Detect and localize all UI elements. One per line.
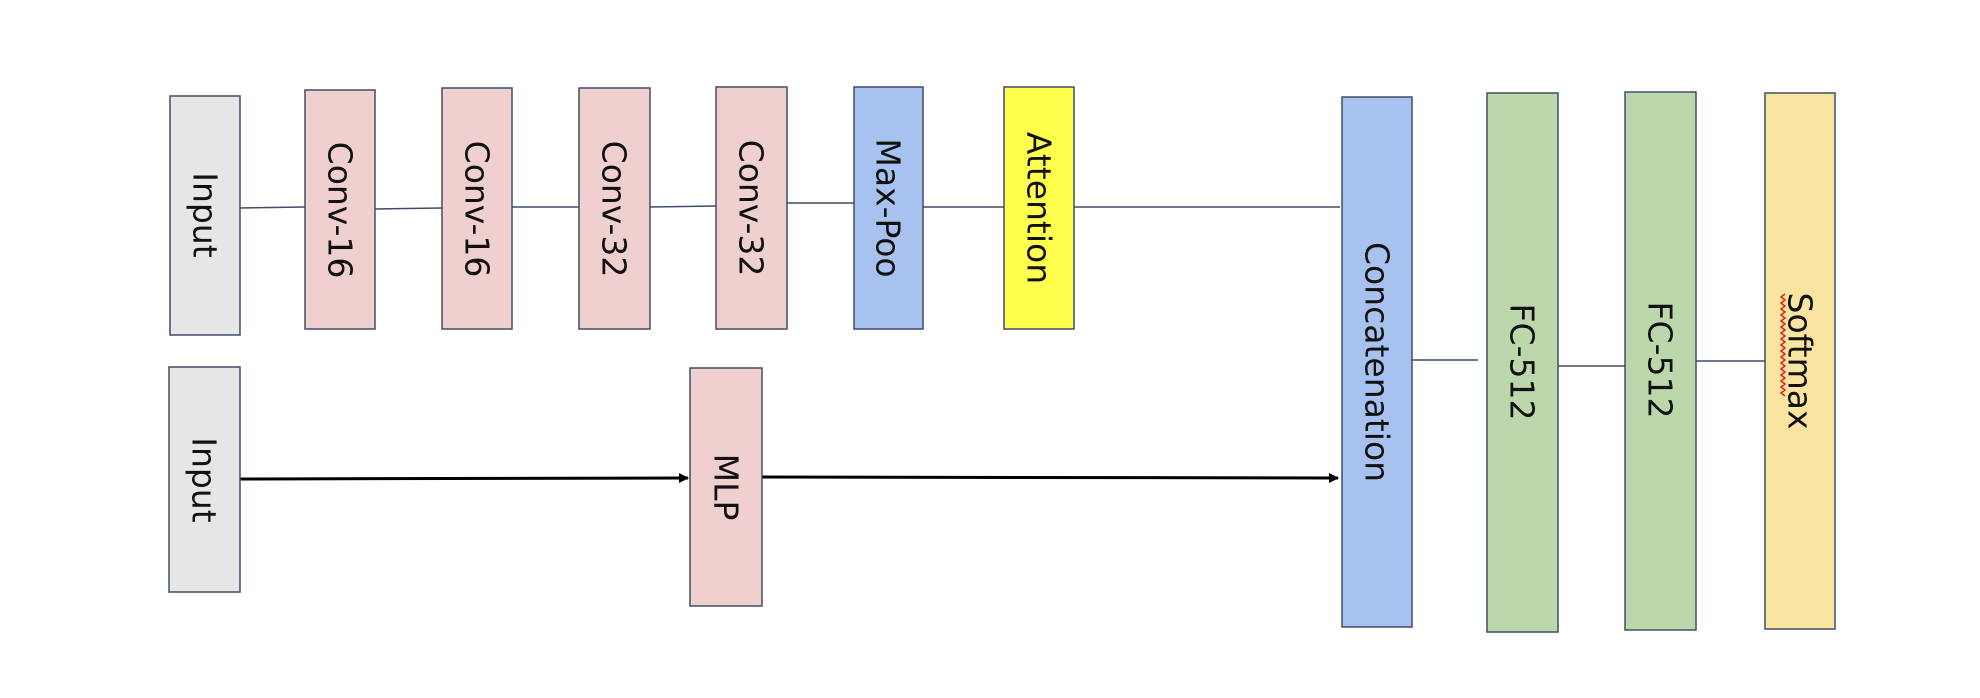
block-label: FC-512	[1641, 302, 1680, 419]
top-branch-connectors	[239, 202, 1340, 210]
block-maxpool: Max-Poo	[853, 86, 924, 330]
arrow-mlp-concat	[761, 472, 1339, 483]
block-fc2: FC-512	[1624, 91, 1697, 631]
block-concatenation: Concatenation	[1341, 96, 1413, 628]
block-input-top: Input	[169, 95, 241, 336]
block-label: Conv-16	[458, 141, 497, 278]
block-attention: Attention	[1003, 86, 1075, 330]
head-connectors	[1410, 359, 1765, 367]
block-label: MLP	[707, 454, 746, 521]
block-label: Attention	[1020, 132, 1059, 284]
arrow-input-mlp	[239, 473, 689, 484]
block-conv2: Conv-16	[441, 87, 513, 330]
block-softmax: Softmax	[1764, 92, 1836, 630]
block-label: Conv-16	[321, 142, 360, 279]
block-label: Concatenation	[1358, 242, 1397, 482]
block-conv1: Conv-16	[304, 89, 376, 330]
block-label: Conv-32	[732, 140, 771, 277]
spellcheck-underline	[1779, 293, 1787, 397]
block-label: Input	[185, 437, 224, 523]
block-fc1: FC-512	[1486, 92, 1559, 633]
block-conv4: Conv-32	[715, 86, 788, 330]
connector-conv3-conv4	[649, 205, 717, 208]
connector-input-conv1	[239, 206, 306, 209]
connector-conv1-conv2	[374, 207, 443, 210]
bottom-branch-arrows	[239, 472, 1339, 484]
block-conv3: Conv-32	[578, 87, 651, 330]
block-label: Conv-32	[595, 141, 634, 278]
block-label: Softmax	[1781, 292, 1820, 429]
block-label: FC-512	[1503, 304, 1542, 421]
block-input-bottom: Input	[168, 366, 241, 593]
block-mlp: MLP	[689, 367, 763, 607]
block-label: Input	[186, 172, 225, 258]
block-label: Max-Poo	[869, 138, 908, 277]
